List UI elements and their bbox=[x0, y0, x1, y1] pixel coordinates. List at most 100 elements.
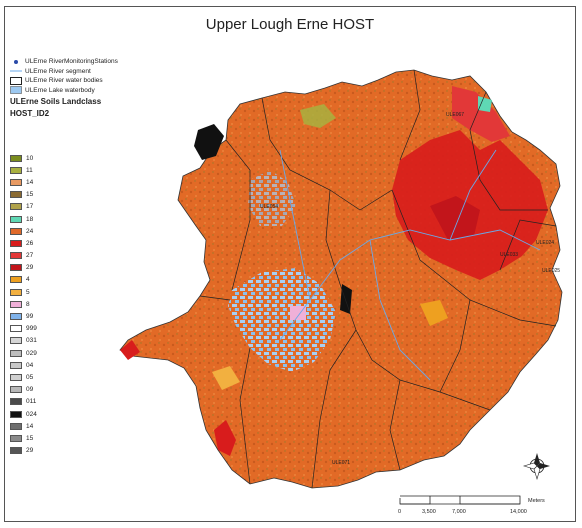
host-class-item: 29 bbox=[10, 445, 37, 457]
host-class-item: 27 bbox=[10, 250, 37, 262]
class-label: 99 bbox=[26, 313, 34, 321]
class-label: 05 bbox=[26, 373, 34, 381]
amber-soil-patch bbox=[212, 366, 240, 390]
scale-tick: 0 bbox=[398, 509, 401, 515]
class-swatch bbox=[10, 191, 22, 199]
green-soil-patch bbox=[478, 96, 492, 112]
class-swatch bbox=[10, 361, 22, 369]
class-swatch bbox=[10, 264, 22, 272]
legend-field-title: HOST_ID2 bbox=[10, 108, 50, 118]
class-label: 5 bbox=[26, 288, 30, 296]
class-swatch bbox=[10, 410, 22, 418]
legend-item-stations: ULErne RiverMonitoringStations bbox=[10, 57, 190, 67]
legend-label: ULErne River water bodies bbox=[25, 77, 103, 85]
class-label: 27 bbox=[26, 252, 34, 260]
class-label: 24 bbox=[26, 227, 34, 235]
legend-layer-title: ULErne Soils Landclass bbox=[10, 96, 102, 106]
class-label: 11 bbox=[26, 166, 33, 174]
green-soil-patch bbox=[300, 104, 336, 128]
class-label: 29 bbox=[26, 447, 34, 455]
class-label: 8 bbox=[26, 300, 30, 308]
dark-bog-patch bbox=[194, 124, 224, 160]
class-label: 14 bbox=[26, 422, 34, 430]
class-swatch bbox=[10, 215, 22, 223]
class-swatch bbox=[10, 325, 22, 333]
class-label: 26 bbox=[26, 239, 34, 247]
region-label: ULE054 bbox=[260, 204, 278, 210]
class-swatch bbox=[10, 276, 22, 284]
upland-soil-area bbox=[214, 420, 236, 456]
class-label: 031 bbox=[26, 337, 37, 345]
class-swatch bbox=[10, 434, 22, 442]
class-label: 10 bbox=[26, 154, 34, 162]
legend-label: ULErne River segment bbox=[25, 67, 91, 75]
class-swatch bbox=[10, 373, 22, 381]
upland-soil-area bbox=[120, 340, 140, 360]
class-swatch bbox=[10, 203, 22, 211]
class-swatch bbox=[10, 252, 22, 260]
class-label: 17 bbox=[26, 203, 34, 211]
region-label: ULE025 bbox=[542, 268, 560, 274]
class-label: 4 bbox=[26, 276, 30, 284]
class-swatch bbox=[10, 227, 22, 235]
amber-soil-patch bbox=[420, 300, 448, 326]
class-swatch bbox=[10, 300, 22, 308]
scale-tick: 7,000 bbox=[452, 509, 466, 515]
legend-label: ULErne Lake waterbody bbox=[25, 86, 95, 94]
host-class-item: 99 bbox=[10, 310, 37, 322]
upland-soil-area bbox=[452, 86, 510, 142]
class-label: 18 bbox=[26, 215, 34, 223]
region-label: ULE067 bbox=[446, 112, 464, 118]
lake-district bbox=[248, 170, 296, 226]
class-swatch bbox=[10, 178, 22, 186]
class-swatch bbox=[10, 386, 22, 394]
class-swatch bbox=[10, 337, 22, 345]
host-class-item: 05 bbox=[10, 371, 37, 383]
host-class-item: 26 bbox=[10, 237, 37, 249]
north-arrow-icon bbox=[522, 453, 550, 481]
class-label: 024 bbox=[26, 410, 37, 418]
host-class-item: 04 bbox=[10, 359, 37, 371]
pink-soil-patch bbox=[290, 306, 306, 320]
scale-unit: Meters bbox=[528, 498, 545, 504]
class-label: 999 bbox=[26, 325, 37, 333]
dark-bog-patch bbox=[340, 284, 352, 314]
host-class-item: 011 bbox=[10, 396, 37, 408]
class-label: 14 bbox=[26, 178, 34, 186]
class-label: 15 bbox=[26, 434, 34, 442]
class-label: 15 bbox=[26, 191, 34, 199]
sub-catchment-boundaries bbox=[199, 69, 557, 489]
host-class-item: 5 bbox=[10, 286, 37, 298]
class-swatch bbox=[10, 349, 22, 357]
map-title: Upper Lough Erne HOST bbox=[205, 16, 375, 33]
host-class-item: 29 bbox=[10, 262, 37, 274]
river-network bbox=[279, 149, 541, 381]
host-class-item: 4 bbox=[10, 274, 37, 286]
host-class-item: 14 bbox=[10, 420, 37, 432]
class-swatch bbox=[10, 313, 22, 321]
waterbody-outline-icon bbox=[10, 76, 22, 85]
host-class-item: 11 bbox=[10, 164, 37, 176]
lake-fill-icon bbox=[10, 86, 22, 95]
host-class-item: 999 bbox=[10, 323, 37, 335]
scale-bar: 0 3,500 7,000 14,000 Meters bbox=[398, 495, 545, 515]
class-label: 29 bbox=[26, 264, 34, 272]
class-swatch bbox=[10, 288, 22, 296]
host-class-item: 029 bbox=[10, 347, 37, 359]
class-swatch bbox=[10, 398, 22, 406]
class-swatch bbox=[10, 447, 22, 455]
station-dot-icon bbox=[14, 59, 18, 64]
host-class-item: 09 bbox=[10, 384, 37, 396]
host-class-item: 8 bbox=[10, 298, 37, 310]
scale-tick: 14,000 bbox=[510, 509, 527, 515]
legend-item-lake-waterbody: ULErne Lake waterbody bbox=[10, 86, 190, 96]
host-class-item: 14 bbox=[10, 176, 37, 188]
host-class-item: 024 bbox=[10, 408, 37, 420]
host-class-item: 15 bbox=[10, 189, 37, 201]
region-label: ULE033 bbox=[500, 252, 518, 258]
host-class-item: 031 bbox=[10, 335, 37, 347]
class-label: 04 bbox=[26, 361, 34, 369]
class-swatch bbox=[10, 166, 22, 174]
